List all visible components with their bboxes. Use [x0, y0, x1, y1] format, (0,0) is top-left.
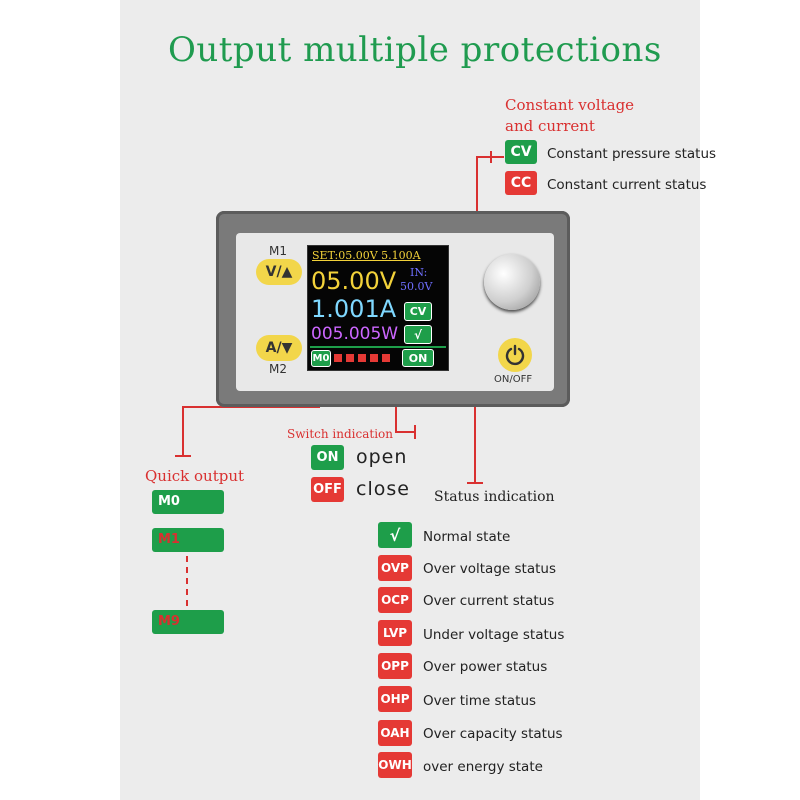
owh-badge: OWH — [378, 752, 412, 778]
power-readout: 005.005W — [311, 324, 399, 344]
current-readout: 1.001A — [311, 295, 397, 323]
voltage-readout: 05.00V — [311, 267, 397, 295]
ovp-badge: OVP — [378, 555, 412, 581]
screen-slot-badge: M0 — [311, 350, 331, 367]
normal-state-label: Normal state — [423, 529, 511, 545]
screen-check-badge: √ — [404, 325, 432, 344]
switch-line-bottom — [395, 431, 415, 433]
cv-label: Constant pressure status — [547, 146, 717, 162]
set-line: SET:05.00V 5.100A — [312, 249, 421, 262]
owh-label: over energy state — [423, 759, 543, 775]
input-label: IN: — [410, 266, 428, 279]
quick-output-m1: M1 — [152, 528, 224, 552]
lvp-badge: LVP — [378, 620, 412, 646]
switch-heading: Switch indication — [287, 427, 393, 441]
power-icon — [505, 344, 525, 366]
lvp-label: Under voltage status — [423, 627, 565, 643]
adjust-knob[interactable] — [484, 254, 540, 310]
ohp-label: Over time status — [423, 693, 537, 709]
slot-indicator — [382, 354, 390, 362]
quick-output-heading: Quick output — [145, 467, 245, 485]
opp-label: Over power status — [423, 659, 548, 675]
m1-label: M1 — [269, 244, 287, 258]
onoff-label: ON/OFF — [494, 374, 533, 385]
status-line-cap — [467, 482, 483, 484]
ocp-badge: OCP — [378, 587, 412, 613]
lcd-screen: SET:05.00V 5.100A 05.00V 1.001A 005.005W… — [307, 245, 449, 371]
switch-line-cap — [414, 425, 416, 439]
cc-badge: CC — [505, 171, 537, 195]
quick-line-down — [182, 406, 184, 456]
screen-cv-badge: CV — [404, 302, 432, 321]
opp-badge: OPP — [378, 653, 412, 679]
ohp-badge: OHP — [378, 686, 412, 712]
va-up-button[interactable]: V/▲ — [256, 259, 302, 285]
quick-line-horizontal — [182, 406, 320, 408]
quick-output-ellipsis — [186, 556, 188, 606]
status-heading: Status indication — [434, 489, 555, 505]
quick-line-cap — [175, 455, 191, 457]
background-right — [700, 0, 800, 800]
oah-label: Over capacity status — [423, 726, 563, 742]
off-badge: OFF — [311, 477, 344, 502]
quick-output-m9: M9 — [152, 610, 224, 634]
quick-output-m0: M0 — [152, 490, 224, 514]
input-voltage: 50.0V — [400, 280, 433, 293]
cv-cc-heading-line1: Constant voltage — [505, 96, 635, 114]
screen-on-badge: ON — [402, 349, 434, 367]
m2-label: M2 — [269, 362, 287, 376]
slot-indicator — [358, 354, 366, 362]
slot-indicator — [334, 354, 342, 362]
cc-label: Constant current status — [547, 177, 707, 193]
background-left — [0, 0, 120, 800]
cv-cc-heading-line2: and current — [505, 117, 595, 135]
ocp-label: Over current status — [423, 593, 555, 609]
oah-badge: OAH — [378, 720, 412, 746]
cv-line-top — [476, 156, 504, 158]
status-line-vertical — [474, 331, 476, 483]
open-label: open — [356, 446, 408, 468]
power-button[interactable] — [498, 338, 532, 372]
page-title: Output multiple protections — [168, 30, 662, 70]
slot-indicator — [370, 354, 378, 362]
screen-divider — [310, 346, 446, 348]
normal-state-badge: √ — [378, 522, 412, 548]
slot-indicator — [346, 354, 354, 362]
close-label: close — [356, 478, 410, 500]
on-badge: ON — [311, 445, 344, 470]
av-down-button[interactable]: A/▼ — [256, 335, 302, 361]
ovp-label: Over voltage status — [423, 561, 556, 577]
slot-indicators — [334, 354, 390, 362]
cv-badge: CV — [505, 140, 537, 164]
